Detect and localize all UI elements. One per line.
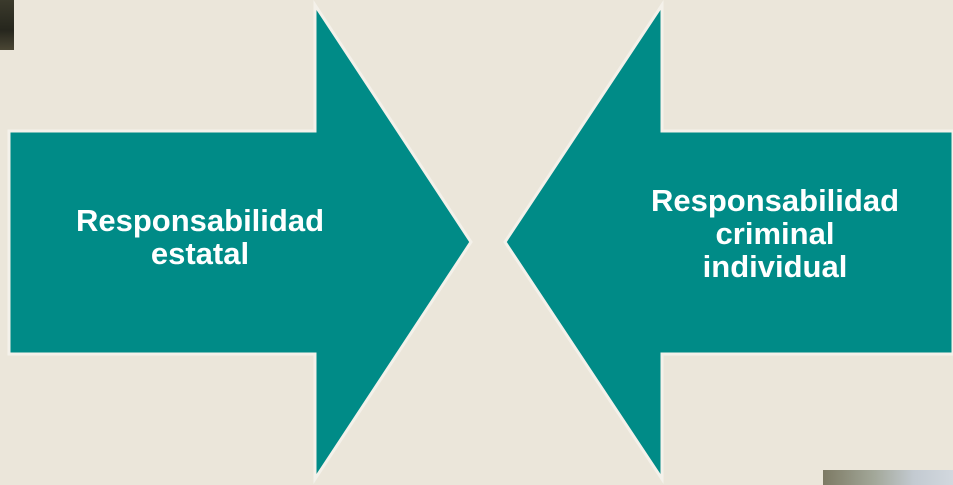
left-arrow-label: Responsabilidad estatal	[20, 204, 380, 270]
background-photo-fragment-bottom-right	[823, 470, 953, 485]
right-arrow-label: Responsabilidad criminal individual	[600, 184, 950, 283]
left-arrow-label-line-1: Responsabilidad	[75, 203, 325, 238]
left-arrow-label-line-2: estatal	[150, 236, 250, 271]
right-arrow-label-line-3: individual	[702, 249, 848, 284]
right-arrow-label-line-2: criminal	[715, 216, 835, 251]
arrow-left-shape	[503, 0, 953, 484]
right-arrow-label-line-1: Responsabilidad	[650, 183, 900, 218]
background-photo-fragment-top-left	[0, 0, 14, 50]
arrow-right-shape	[7, 0, 473, 485]
